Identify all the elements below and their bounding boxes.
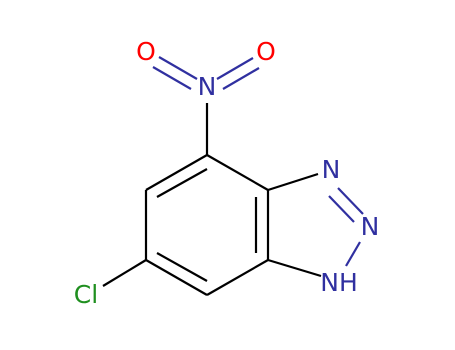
- oxygen-atom-left: O: [136, 37, 156, 66]
- bond-n1-c7a: [267, 258, 322, 278]
- bond-n2-n1: [345, 241, 361, 267]
- oxygen-atom-right: O: [256, 37, 276, 66]
- triazole-nitrogen-middle: N: [361, 212, 380, 241]
- bond-c6-c7: [145, 259, 208, 296]
- bond-n3-n2-a: [337, 187, 364, 215]
- bond-n-o-left-b: [152, 66, 192, 90]
- bond-n-o-left-a: [158, 56, 198, 80]
- bond-n3-n2-b: [328, 195, 355, 223]
- bond-c7-c7a: [206, 259, 269, 296]
- bond-c6-cl: [102, 259, 147, 287]
- bond-n-o-right-a: [216, 57, 254, 80]
- bond-c4-c5-inner: [156, 168, 208, 198]
- bond-n-o-right-b: [222, 67, 260, 90]
- triazole-nitrogen-top: N: [322, 155, 341, 184]
- chlorine-atom: Cl: [74, 280, 98, 309]
- bond-c4-c5: [145, 154, 208, 191]
- atom-label-layer: O O N N N NH Cl: [74, 37, 380, 309]
- bond-layer: [102, 56, 364, 296]
- bond-c6-c7-inner: [156, 252, 208, 282]
- bond-c3a-n3: [267, 172, 319, 192]
- nitro-nitrogen-atom: N: [198, 72, 217, 101]
- bond-c3a-c4: [206, 154, 269, 191]
- triazole-nh-group: NH: [320, 268, 358, 297]
